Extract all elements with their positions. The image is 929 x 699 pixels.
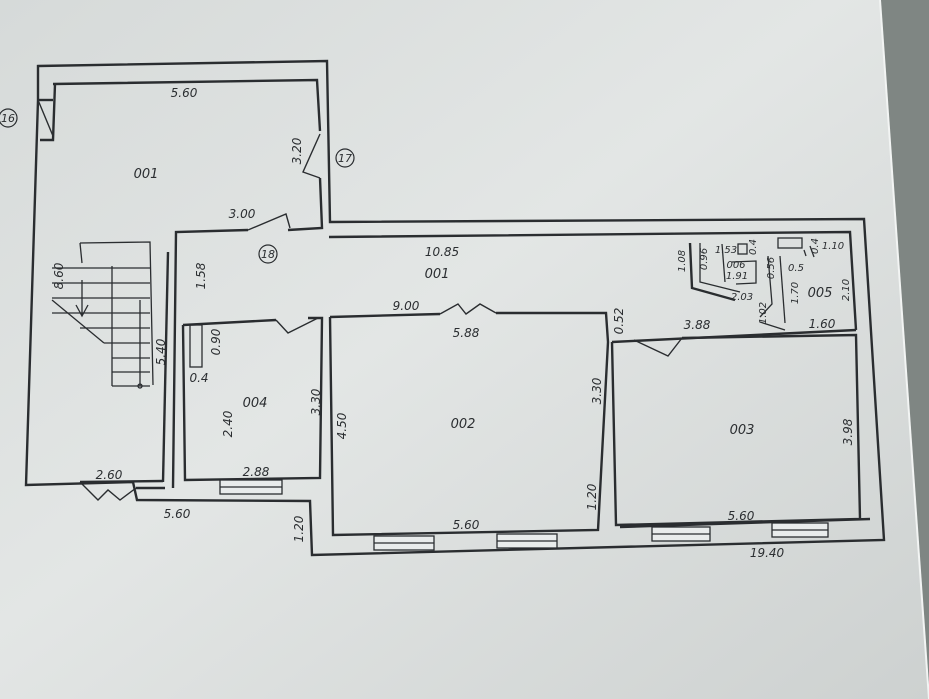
marker-16: 16 xyxy=(0,108,18,128)
dim-19-40: 19.40 xyxy=(750,546,785,560)
dim-8-60: 8.60 xyxy=(52,262,66,289)
dim-0-5: 0.5 xyxy=(788,263,804,274)
dim-3-00: 3.00 xyxy=(229,207,256,221)
marker-18: 18 xyxy=(258,244,278,264)
marker-18-text: 18 xyxy=(261,248,275,261)
door-16 xyxy=(37,99,54,137)
dim-5-40: 5.40 xyxy=(154,338,168,365)
dim-0-96: 0.96 xyxy=(699,248,710,270)
dim-10-85: 10.85 xyxy=(425,245,459,259)
dim-2-60: 2.60 xyxy=(96,468,123,482)
dim-1-02: 1.02 xyxy=(758,302,769,324)
dim-3-88: 3.88 xyxy=(684,318,711,332)
room-005: 005 xyxy=(808,286,833,301)
door-002 xyxy=(439,303,497,315)
windows xyxy=(219,479,829,551)
dim-0-4: 0.4 xyxy=(189,371,208,385)
dim-1-53: 1.53 xyxy=(715,245,737,256)
dim-1-10: 1.10 xyxy=(822,241,844,252)
dim-3-98: 3.98 xyxy=(841,418,855,445)
walls xyxy=(24,59,886,557)
dim-3-30-right: 3.30 xyxy=(590,377,604,404)
marker-17: 17 xyxy=(335,148,355,168)
room-004: 004 xyxy=(243,396,268,411)
dim-1-60: 1.60 xyxy=(809,317,836,331)
dim-9-00: 9.00 xyxy=(393,299,420,313)
paper-edge xyxy=(879,0,929,699)
dimensions-vertical: 3.20 8.60 5.40 1.58 0.52 1.08 0.96 0.4 0… xyxy=(52,137,855,542)
dim-0-52: 0.52 xyxy=(612,308,626,335)
dim-003-5-60: 5.60 xyxy=(728,509,755,523)
marker-17-text: 17 xyxy=(338,152,352,165)
dim-0-56: 0.56 xyxy=(766,257,777,279)
doors xyxy=(37,99,683,501)
dimensions-horizontal: 5.60 3.00 10.85 9.00 5.88 3.88 1.53 1.91… xyxy=(96,86,844,560)
door-004 xyxy=(275,317,319,334)
room-003: 003 xyxy=(730,423,755,438)
dim-left-5-60: 5.60 xyxy=(164,507,191,521)
door-entrance xyxy=(79,481,137,501)
small-rooms-005-006 xyxy=(688,237,815,331)
dim-0-4-a: 0.4 xyxy=(748,239,759,255)
dim-1-08: 1.08 xyxy=(677,250,688,272)
marker-16-text: 16 xyxy=(1,112,15,125)
dim-1-70: 1.70 xyxy=(790,282,801,304)
niche-004 xyxy=(189,324,203,368)
door-17 xyxy=(302,133,321,179)
dim-5-88: 5.88 xyxy=(453,326,480,340)
door-003 xyxy=(633,337,683,357)
room-001-top: 001 xyxy=(134,167,159,182)
dim-1-58: 1.58 xyxy=(194,262,208,289)
dim-3-30-left: 3.30 xyxy=(309,388,323,415)
dim-3-20: 3.20 xyxy=(290,137,304,164)
dim-4-50: 4.50 xyxy=(335,412,349,439)
dim-1-91: 1.91 xyxy=(726,271,748,282)
dim-2-88: 2.88 xyxy=(243,465,270,479)
dim-0-90: 0.90 xyxy=(209,328,223,355)
room-001-corridor: 001 xyxy=(425,267,450,282)
dim-2-10: 2.10 xyxy=(841,279,852,301)
dim-002-5-60: 5.60 xyxy=(453,518,480,532)
dim-top-5-60: 5.60 xyxy=(171,86,198,100)
room-002: 002 xyxy=(451,417,476,432)
door-18 xyxy=(247,213,291,231)
dim-2-40: 2.40 xyxy=(221,410,235,437)
dim-2-03: 2.03 xyxy=(731,292,753,303)
dim-0-4-b: 0.4 xyxy=(810,238,821,254)
dim-1-20-right: 1.20 xyxy=(585,483,599,510)
room-006: 006 xyxy=(726,260,745,271)
staircase xyxy=(51,241,154,389)
dim-1-20-left: 1.20 xyxy=(292,515,306,542)
